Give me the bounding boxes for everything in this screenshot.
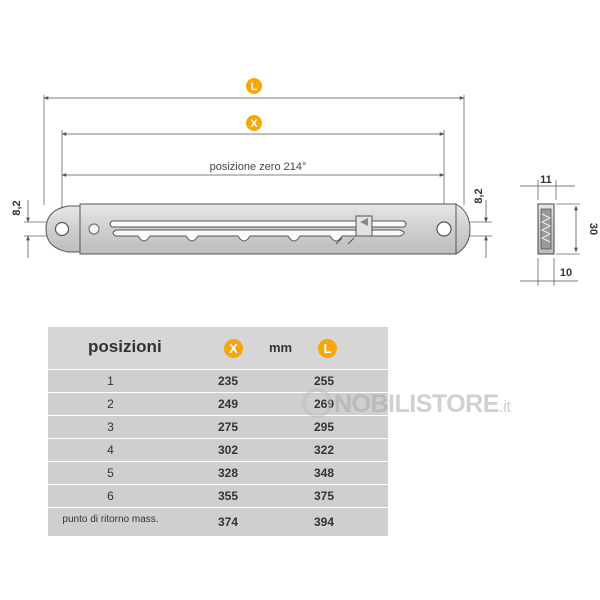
table-row: 3 275 295 <box>48 415 388 438</box>
watermark-text: NOBILISTORE.it <box>334 390 511 419</box>
dimension-X: X <box>61 115 445 210</box>
cell-position: 3 <box>107 420 114 434</box>
watermark-logo: NOBILISTORE.it <box>296 386 536 422</box>
cell-position: 5 <box>107 466 114 480</box>
dimension-zero: posizione zero 214° <box>61 161 445 177</box>
cell-l: 375 <box>314 489 335 503</box>
cell-position: 4 <box>107 443 114 457</box>
header-x-badge-icon: X <box>224 339 243 358</box>
cell-l: 348 <box>314 466 335 480</box>
cell-x: 235 <box>218 374 239 388</box>
cell-position: 2 <box>107 397 114 411</box>
watermark-circle-icon <box>302 388 332 418</box>
cell-position: punto di ritorno mass. <box>62 514 159 525</box>
table-row: 1 235 255 <box>48 369 388 392</box>
cell-x: 328 <box>218 466 239 480</box>
dim-left-82-label: 8,2 <box>11 200 23 215</box>
cell-l: 322 <box>314 443 335 457</box>
technical-drawing: L X posizione zero 214° 8,2 8,2 <box>11 78 599 286</box>
stay-bar-drawing <box>45 203 471 255</box>
table-header: posizioni X mm L <box>48 327 388 369</box>
dim-10-label: 10 <box>560 267 572 279</box>
badge-X-label: X <box>250 118 258 130</box>
watermark-suffix: .it <box>498 397 511 416</box>
cell-l: 255 <box>314 374 335 388</box>
table-row: 6 355 375 <box>48 484 388 507</box>
header-l-badge-icon: L <box>318 339 337 358</box>
watermark-brand: NOBILISTORE <box>334 390 499 418</box>
header-mm: mm <box>269 340 293 355</box>
header-positions: posizioni <box>88 337 162 356</box>
cell-x: 249 <box>218 397 239 411</box>
cell-x: 355 <box>218 489 239 503</box>
cell-l: 295 <box>314 420 335 434</box>
badge-L-label: L <box>251 81 258 93</box>
dim-11-label: 11 <box>540 174 552 186</box>
side-view-drawing: 11 30 10 <box>520 174 599 286</box>
table-row: 5 328 348 <box>48 461 388 484</box>
cell-position: 6 <box>107 489 114 503</box>
table-row: 4 302 322 <box>48 438 388 461</box>
dim-30-label: 30 <box>587 223 599 235</box>
cell-x: 374 <box>218 515 239 529</box>
dim-right-82-label: 8,2 <box>473 188 485 203</box>
positions-table: posizioni X mm L 1 235 255 2 249 269 3 2… <box>48 327 388 536</box>
cell-x: 275 <box>218 420 239 434</box>
badge-L-icon <box>246 78 262 94</box>
table-row: punto di ritorno mass. 374 394 <box>48 507 388 536</box>
cell-x: 302 <box>218 443 239 457</box>
cell-l: 394 <box>314 515 335 529</box>
dimension-L: L <box>43 78 465 205</box>
badge-X-icon <box>246 115 262 131</box>
cell-position: 1 <box>107 374 114 388</box>
zero-position-label: posizione zero 214° <box>210 161 307 173</box>
